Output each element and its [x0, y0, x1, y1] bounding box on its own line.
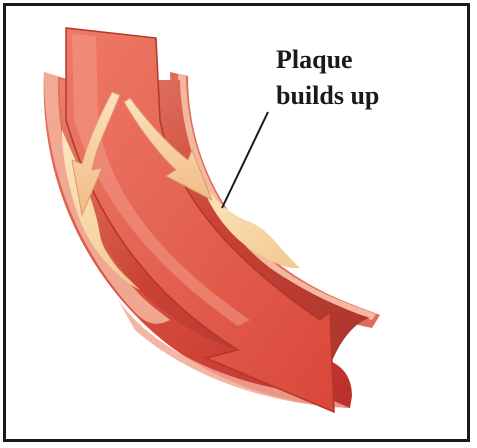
plaque-annotation-label: Plaque builds up [276, 42, 379, 114]
plaque-annotation-line2: builds up [276, 78, 379, 114]
label-leader-line [222, 112, 268, 208]
plaque-annotation-line1: Plaque [276, 42, 379, 78]
